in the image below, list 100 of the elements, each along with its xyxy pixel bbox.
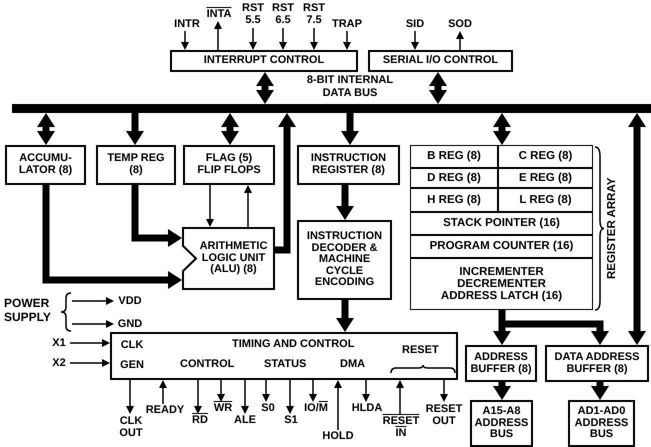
signal-label: VDD <box>114 295 146 308</box>
arrow <box>42 185 182 289</box>
arrow <box>310 28 318 50</box>
function-block <box>170 50 358 72</box>
arrow <box>362 380 370 402</box>
signal-label: GND <box>114 318 146 331</box>
block-label: ARITHMETIC LOGIC UNIT (ALU) (8) <box>198 241 268 276</box>
arrow <box>132 185 182 247</box>
register-cell: PROGRAM COUNTER (16) <box>410 235 593 258</box>
internal-data-bus <box>12 104 651 113</box>
signal-label: SOD <box>444 18 476 31</box>
signal-label: RST 5.5 <box>240 2 266 28</box>
arrow <box>411 31 419 50</box>
block-label: AD1-AD0 ADDRESS BUS <box>574 406 630 441</box>
arrow <box>275 113 296 254</box>
block-label: INTERRUPT CONTROL <box>204 55 324 67</box>
block-label: ACCUMU- LATOR (8) <box>18 153 74 177</box>
block-label: ADDRESS BUFFER (8) <box>470 352 532 376</box>
arrow <box>221 113 239 145</box>
signal-label: ALE <box>230 414 260 427</box>
arrow <box>429 72 447 104</box>
block-label: INSTRUCTION REGISTER (8) <box>310 153 388 177</box>
arrow <box>336 185 354 220</box>
signal-label: S0 <box>258 402 278 415</box>
arrow <box>493 382 511 400</box>
function-block <box>96 145 176 185</box>
arrow <box>70 339 110 347</box>
function-block <box>297 145 400 185</box>
signal-label: S1 <box>282 414 300 427</box>
block-label: SERIAL I/O CONTROL <box>382 55 498 67</box>
register-cell: B REG (8) <box>410 145 498 168</box>
arrow <box>249 28 257 50</box>
register-cell: L REG (8) <box>498 188 593 212</box>
function-block <box>465 345 537 382</box>
signal-label: IO/M <box>300 402 332 415</box>
register-cell: STACK POINTER (16) <box>410 212 593 235</box>
arrow <box>159 380 167 404</box>
signal-label: RD <box>190 414 210 427</box>
alu-block <box>182 227 275 290</box>
arrow <box>628 113 646 345</box>
function-block <box>5 145 86 185</box>
block-label: TEMP REG (8) <box>106 153 166 177</box>
arrow <box>126 380 134 414</box>
arrow <box>72 320 114 328</box>
block-label: CONTROL <box>180 359 234 371</box>
block-label: FLAG (5) FLIP FLOPS <box>197 153 261 177</box>
block-label: INSTRUCTION DECODER & MACHINE CYCLE ENCODING <box>306 231 382 289</box>
arrow <box>37 113 55 145</box>
arrow <box>493 113 511 145</box>
function-block <box>470 400 533 447</box>
arrow <box>256 72 274 104</box>
signal-label: TRAP <box>330 18 364 31</box>
group-label: REGISTER ARRAY <box>606 176 619 281</box>
arrow <box>334 380 342 430</box>
arrow <box>396 380 404 414</box>
arrow <box>336 300 354 332</box>
block-label: CLK GEN <box>119 338 145 373</box>
arrow <box>343 31 351 50</box>
register-cell: D REG (8) <box>410 168 498 188</box>
function-block <box>368 50 513 72</box>
bus-label: 8-BIT INTERNAL DATA BUS <box>306 74 394 100</box>
arrow <box>214 21 222 50</box>
arrow <box>244 185 252 227</box>
block-label: DMA <box>340 359 366 371</box>
arrow <box>440 380 448 402</box>
signal-label: HLDA <box>347 402 387 415</box>
arrow <box>341 113 359 145</box>
arrow <box>126 113 144 145</box>
arrow <box>194 380 202 414</box>
arrow <box>217 380 225 402</box>
signal-label: RST 6.5 <box>270 2 296 28</box>
block-label: DATA ADDRESS BUFFER (8) <box>554 352 640 376</box>
signal-label: HOLD <box>319 430 357 443</box>
signal-label: X2 <box>48 357 70 370</box>
function-block <box>183 145 275 185</box>
arrow <box>456 31 464 50</box>
arrow <box>279 28 287 50</box>
signal-label: RESET OUT <box>424 402 464 430</box>
supply-label: POWER SUPPLY <box>4 296 52 325</box>
block-label: A15-A8 ADDRESS BUS <box>474 406 528 441</box>
function-block <box>545 345 649 382</box>
signal-label: SID <box>403 18 427 31</box>
signal-label: INTA <box>203 8 235 21</box>
signal-label: READY <box>143 404 187 417</box>
signal-label: RST 7.5 <box>301 2 327 28</box>
block-label: RESET <box>402 345 439 357</box>
arrow <box>286 380 294 414</box>
timing-control-block <box>110 332 458 380</box>
register-cell: E REG (8) <box>498 168 593 188</box>
arrow <box>309 380 317 402</box>
signal-label: INTR <box>172 18 202 31</box>
function-block <box>568 400 635 447</box>
arrow <box>262 380 270 402</box>
arrow <box>72 297 114 305</box>
function-block <box>297 220 392 300</box>
block-label: STATUS <box>264 359 306 371</box>
signal-label: CLK OUT <box>115 414 147 442</box>
arrow <box>206 185 214 227</box>
block-label: TIMING AND CONTROL <box>232 339 354 351</box>
arrow <box>591 382 609 400</box>
